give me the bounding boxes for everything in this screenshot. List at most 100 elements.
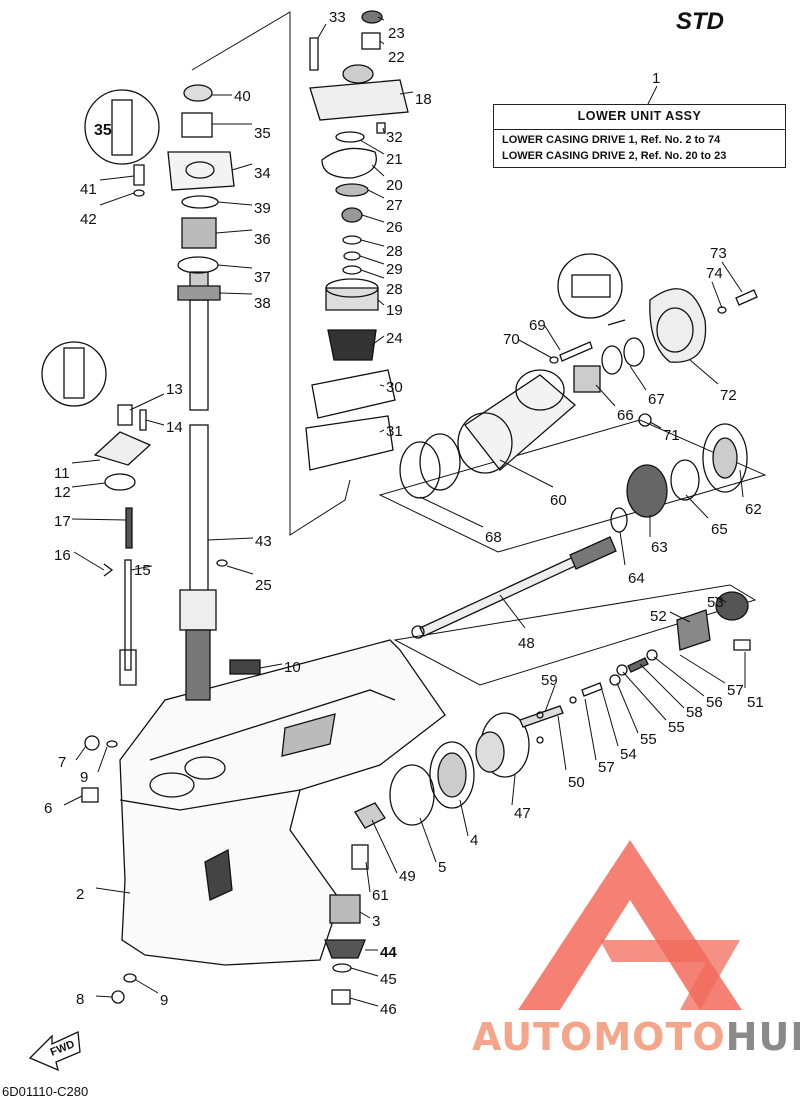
callout-number: 58 <box>686 704 703 721</box>
leader-line <box>75 745 87 761</box>
callout-number: 73 <box>710 245 727 262</box>
callout-number: 62 <box>745 501 762 518</box>
leader-line <box>129 393 165 411</box>
callout-number: 15 <box>134 562 151 579</box>
callout-number: 37 <box>254 269 271 286</box>
spring-17 <box>125 507 133 549</box>
callout-number: 39 <box>254 200 271 217</box>
callout-number: 50 <box>568 774 585 791</box>
drive-shaft-lower <box>189 424 209 596</box>
shim-5 <box>389 764 435 826</box>
bolt-69 <box>559 341 593 362</box>
callout-number: 72 <box>720 387 737 404</box>
washer-28b <box>342 265 362 275</box>
casing-plate <box>281 713 336 757</box>
leader-line <box>595 384 616 407</box>
watermark-logo-bar <box>600 940 740 1010</box>
callout-number: 42 <box>80 211 97 228</box>
ball-55b <box>616 664 628 676</box>
leader-line <box>544 684 556 713</box>
bolt-73 <box>735 289 758 306</box>
lower-casing-deck-edge <box>119 789 301 811</box>
callout-number: 12 <box>54 484 71 501</box>
shift-rod-15 <box>124 559 132 671</box>
leader-line <box>95 887 131 894</box>
leader-line <box>601 689 619 747</box>
leader-line <box>622 671 667 721</box>
anode-10 <box>229 659 261 675</box>
leader-lines <box>63 16 746 1007</box>
leader-line <box>685 494 709 519</box>
cover-bore-72 <box>656 307 694 353</box>
callout-number: 21 <box>386 151 403 168</box>
callout-number: 49 <box>399 868 416 885</box>
bearing-4-inner <box>437 752 467 798</box>
callout-number: 14 <box>166 419 183 436</box>
pinion-gear-44 <box>324 939 366 959</box>
shim-65 <box>670 459 700 501</box>
callout-number: 71 <box>663 427 680 444</box>
pin-61 <box>351 844 369 870</box>
leader-line <box>135 979 159 994</box>
leader-line <box>63 795 83 806</box>
impeller-housing-top-19 <box>325 278 379 298</box>
leader-line <box>459 799 469 837</box>
leader-line <box>359 139 385 155</box>
callout-number: 67 <box>648 391 665 408</box>
leader-line <box>649 421 662 429</box>
pin-25 <box>216 559 228 567</box>
leader-line <box>360 239 385 247</box>
cartridge-27 <box>335 183 369 197</box>
leader-line <box>219 292 253 295</box>
callout-number: 33 <box>329 9 346 26</box>
watermark-text-a: AUTOMOTO <box>472 1015 726 1059</box>
pin-59a <box>536 711 544 719</box>
leader-line <box>130 565 153 571</box>
leader-line <box>207 537 254 541</box>
leader-line <box>499 594 526 629</box>
callout-number: 57 <box>598 759 615 776</box>
leader-line <box>99 175 135 181</box>
leader-line <box>721 261 743 293</box>
leader-line <box>616 682 639 734</box>
cover-72 <box>649 288 707 363</box>
callout-number: 74 <box>706 265 723 282</box>
insert-20 <box>321 147 377 179</box>
leader-line <box>511 774 516 806</box>
sleeve-26 <box>341 207 363 223</box>
leader-line <box>607 319 626 326</box>
callout-number: 31 <box>386 423 403 440</box>
callout-number: 63 <box>651 539 668 556</box>
washer-70 <box>549 356 559 364</box>
bearing-housing-face-60 <box>457 412 513 474</box>
leader-line <box>360 269 385 279</box>
callout-number: 53 <box>707 594 724 611</box>
leader-line <box>518 339 553 359</box>
sleeve-38 <box>177 285 221 301</box>
leader-line <box>639 663 685 709</box>
watermark-logo <box>518 840 742 1010</box>
detail-circle-left <box>41 341 107 407</box>
oring-12 <box>104 473 136 491</box>
callout-number: 32 <box>386 129 403 146</box>
impeller-housing-19 <box>325 287 379 311</box>
callout-number: 2 <box>76 886 84 903</box>
tube-22 <box>361 32 381 50</box>
pin-59b <box>536 736 544 744</box>
leader-line <box>679 654 726 684</box>
callout-number: 24 <box>386 330 403 347</box>
assembly-divider <box>494 129 785 130</box>
callout-number: 55 <box>668 719 685 736</box>
pin-32 <box>376 122 386 134</box>
needle-bearing-66 <box>573 365 601 393</box>
propeller-shaft-end-48 <box>411 625 425 639</box>
seal-67a <box>601 345 623 375</box>
leader-line <box>371 164 385 177</box>
leader-line <box>217 264 253 269</box>
callout-number: 8 <box>76 991 84 1008</box>
callout-number: 27 <box>386 197 403 214</box>
bearing-housing-rear-60 <box>515 369 565 411</box>
leader-line <box>377 299 385 306</box>
